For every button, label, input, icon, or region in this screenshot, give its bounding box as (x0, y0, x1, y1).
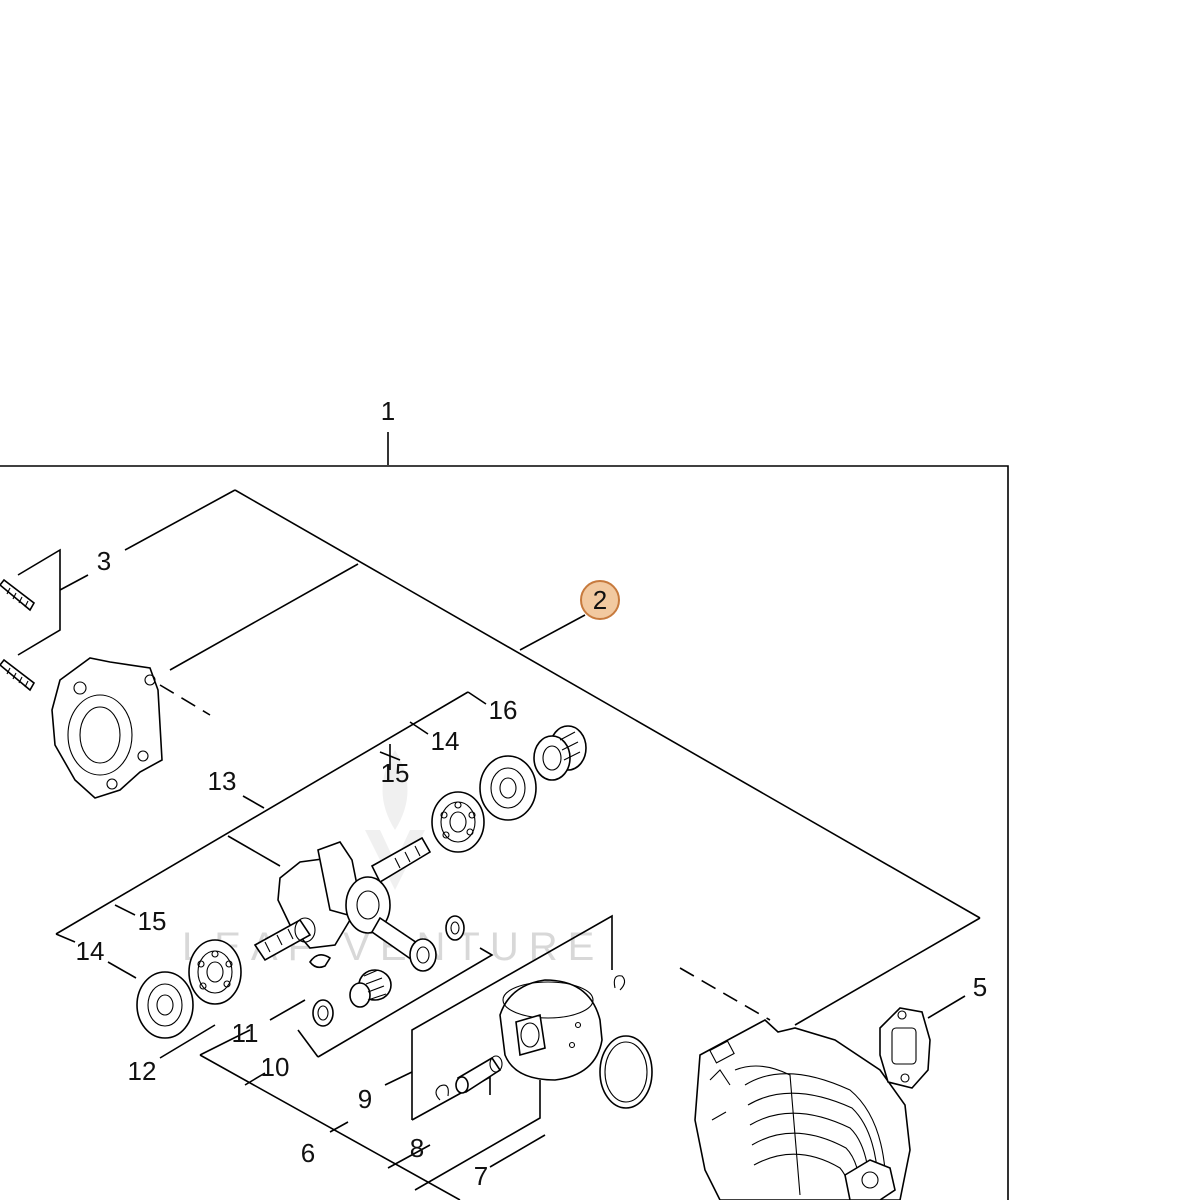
label-7: 7 (474, 1161, 488, 1191)
bearing-right (431, 791, 485, 853)
label-15-right: 15 (381, 758, 410, 788)
leader-lines (0, 432, 1009, 1200)
label-2: 2 (593, 585, 607, 615)
piston-pin (455, 1055, 503, 1094)
label-13: 13 (208, 766, 237, 796)
screw-lower (0, 658, 36, 692)
cylinder (694, 1019, 911, 1200)
label-14-left: 14 (76, 936, 105, 966)
piston (499, 979, 603, 1081)
label-10: 10 (261, 1052, 290, 1082)
bearing-left (188, 939, 242, 1005)
label-6: 6 (301, 1138, 315, 1168)
piston-ring (599, 1035, 653, 1109)
seal-right (479, 755, 537, 821)
gasket-5 (879, 1007, 931, 1089)
washer-10 (312, 999, 334, 1027)
screw-upper (0, 578, 36, 612)
key-11 (309, 954, 332, 969)
connecting-rod (345, 876, 437, 972)
label-15-left: 15 (138, 906, 167, 936)
label-16: 16 (489, 695, 518, 725)
highlight-marker-2[interactable]: 2 (580, 580, 620, 620)
part-labels: 1 3 16 14 15 13 15 14 11 12 10 9 6 8 7 5 (76, 396, 988, 1191)
label-11: 11 (232, 1018, 259, 1048)
label-12: 12 (128, 1056, 157, 1086)
label-14-right: 14 (431, 726, 460, 756)
label-1: 1 (381, 396, 395, 426)
piston-clip-right (613, 975, 626, 991)
seal-left (136, 971, 194, 1039)
piston-clip-left (435, 1084, 449, 1101)
needle-bearing (349, 969, 392, 1008)
crankcase-half (51, 657, 163, 799)
label-8: 8 (410, 1133, 424, 1163)
label-5: 5 (973, 972, 987, 1002)
label-3: 3 (97, 546, 111, 576)
assembly-dashes (159, 684, 771, 1021)
label-9: 9 (358, 1084, 372, 1114)
spacer-16 (533, 725, 587, 781)
washer-right (445, 915, 465, 941)
